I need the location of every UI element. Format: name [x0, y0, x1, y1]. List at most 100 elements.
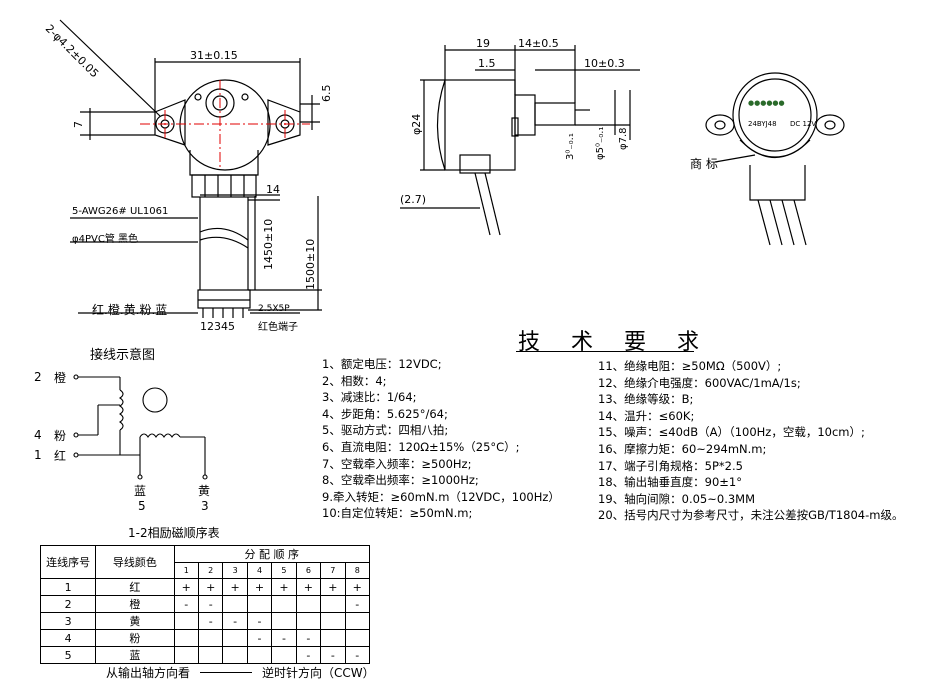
cell	[320, 612, 346, 630]
cell: +	[271, 578, 297, 596]
step-header: 7	[320, 562, 346, 579]
spec-item: 7、空载牵入频率：≥500Hz;	[322, 456, 472, 471]
direction-right-label: 逆时针方向（CCW）	[262, 666, 375, 680]
left-spec-list: 1、额定电压：12VDC; 2、相数：4; 3、减速比：1/64; 4、步距角：…	[322, 356, 560, 522]
cell	[173, 629, 199, 647]
dim-5-label: φ5⁰₋₀.₁	[595, 126, 606, 160]
spec-item: 18、输出轴垂直度：90±1°	[598, 475, 742, 490]
wire-num-5: 5	[138, 499, 146, 513]
cell: -	[271, 629, 297, 647]
dim-7-8-label: φ7.8	[618, 127, 629, 151]
table-row: 5 蓝 - - -	[39, 646, 371, 664]
cell	[222, 595, 248, 613]
wire-spec-label: 5-AWG26# UL1061	[72, 206, 169, 217]
cell: -	[197, 612, 224, 630]
cell: -	[197, 595, 224, 613]
step-header: 4	[246, 562, 273, 579]
spec-item: 14、温升：≤60K;	[598, 408, 695, 423]
left-height-label: 7	[72, 121, 85, 128]
excitation-table-title: 1-2相励磁顺序表	[128, 526, 220, 540]
cell: -	[320, 646, 346, 664]
excitation-table: 连线序号 导线颜色 分 配 顺 序 1 2 3 4 5 6 7 8 1 红 + …	[39, 545, 371, 664]
cell	[173, 612, 199, 630]
cell: -	[344, 646, 371, 664]
table-row: 3 黄 - - -	[39, 612, 371, 630]
header-wire-number: 连线序号	[39, 545, 97, 579]
wire-num-3: 3	[201, 499, 209, 513]
dim-2-7-label: (2.7)	[400, 193, 427, 206]
cell	[271, 612, 297, 630]
length2-label: 1500±10	[304, 238, 317, 290]
step-header: 6	[295, 562, 322, 579]
tech-requirements-title: 技 术 要 求	[518, 330, 711, 355]
wire-color-3: 黄	[198, 484, 211, 498]
cell	[246, 595, 273, 613]
pin-numbers-label: 12345	[200, 320, 235, 333]
cell: -	[295, 646, 322, 664]
header-sequence: 分 配 顺 序	[173, 545, 371, 563]
cell	[222, 629, 248, 647]
direction-left-label: 从输出轴方向看	[106, 666, 191, 680]
step-header: 3	[222, 562, 248, 579]
tab-height-label: 6.5	[320, 84, 333, 103]
wire-color-5: 蓝	[134, 484, 147, 498]
spec-item: 2、相数：4;	[322, 373, 387, 388]
cell: -	[173, 595, 199, 613]
step-header: 1	[173, 562, 199, 579]
spec-item: 20、括号内尺寸为参考尺寸，未注公差按GB/T1804-m级。	[598, 508, 904, 523]
step-header: 2	[197, 562, 224, 579]
dim-19-label: 19	[476, 37, 490, 50]
cell	[246, 646, 273, 664]
spec-item: 3、减速比：1/64;	[322, 390, 417, 405]
cell	[197, 646, 224, 664]
spec-item: 17、端子引角规格：5P*2.5	[598, 458, 743, 473]
row-num: 5	[39, 646, 97, 664]
spec-item: 4、步距角：5.625°/64;	[322, 406, 448, 421]
cell: -	[295, 629, 322, 647]
tech-title-underline	[516, 351, 694, 352]
spec-item: 19、轴向间隙：0.05~0.3MM	[598, 491, 756, 506]
cell	[344, 629, 371, 647]
spec-item: 12、绝缘介电强度：600VAC/1mA/1s;	[598, 375, 801, 390]
wire-colors-label: 红.橙.黄.粉.蓝	[92, 303, 168, 317]
direction-arrow-line	[200, 672, 252, 673]
wire-color-4: 粉	[54, 429, 67, 443]
cell: +	[320, 578, 346, 596]
width-dimension-label: 31±0.15	[190, 49, 238, 62]
motor-iso-view: ●●●●●●	[705, 72, 845, 246]
svg-text:●●●●●●: ●●●●●●	[748, 99, 785, 107]
spec-item: 1、额定电压：12VDC;	[322, 357, 442, 371]
table-row: 1 红 + + + + + + + +	[39, 578, 371, 596]
table-row: 2 橙 - - -	[39, 595, 371, 613]
cell: -	[246, 629, 273, 647]
cell: +	[344, 578, 371, 596]
spec-item: 9.牵入转矩：≥60mN.m（12VDC，100Hz）	[322, 489, 560, 504]
cell	[295, 595, 322, 613]
spec-item: 13、绝缘等级：B;	[598, 392, 694, 407]
spec-item: 15、噪声：≤40dB（A）（100Hz，空载，10cm）;	[598, 425, 865, 440]
face-text-model: 24BYJ48	[748, 120, 777, 128]
cell: +	[295, 578, 322, 596]
row-color: 蓝	[95, 646, 175, 664]
row-color: 红	[95, 578, 175, 596]
spec-item: 16、摩擦力矩：60~294mN.m;	[598, 441, 767, 456]
face-text-voltage: DC 12V	[790, 120, 817, 128]
row-color: 黄	[95, 612, 175, 630]
wire-num-1: 1	[34, 448, 42, 462]
row-num: 4	[39, 629, 97, 647]
dim-3-label: 3⁰₋₀.₁	[565, 133, 576, 160]
length1-label: 1450±10	[262, 218, 275, 270]
wire-color-2: 橙	[54, 371, 67, 385]
tube-spec-label: φ4PVC管 黑色	[72, 234, 138, 245]
cell: +	[222, 578, 248, 596]
motor-side-view	[400, 45, 640, 236]
cell: +	[197, 578, 224, 596]
cable-width-label: 14	[266, 183, 280, 196]
cell: +	[246, 578, 273, 596]
spec-item: 5、驱动方式：四相八拍;	[322, 423, 449, 438]
connector-color-label: 红色端子	[258, 322, 298, 333]
spec-item: 11、绝缘电阻：≥50MΩ（500V）;	[598, 359, 782, 373]
dia-24-label: φ24	[410, 113, 423, 135]
cell	[320, 595, 346, 613]
spec-item: 6、直流电阻：120Ω±15%（25°C）;	[322, 439, 520, 454]
